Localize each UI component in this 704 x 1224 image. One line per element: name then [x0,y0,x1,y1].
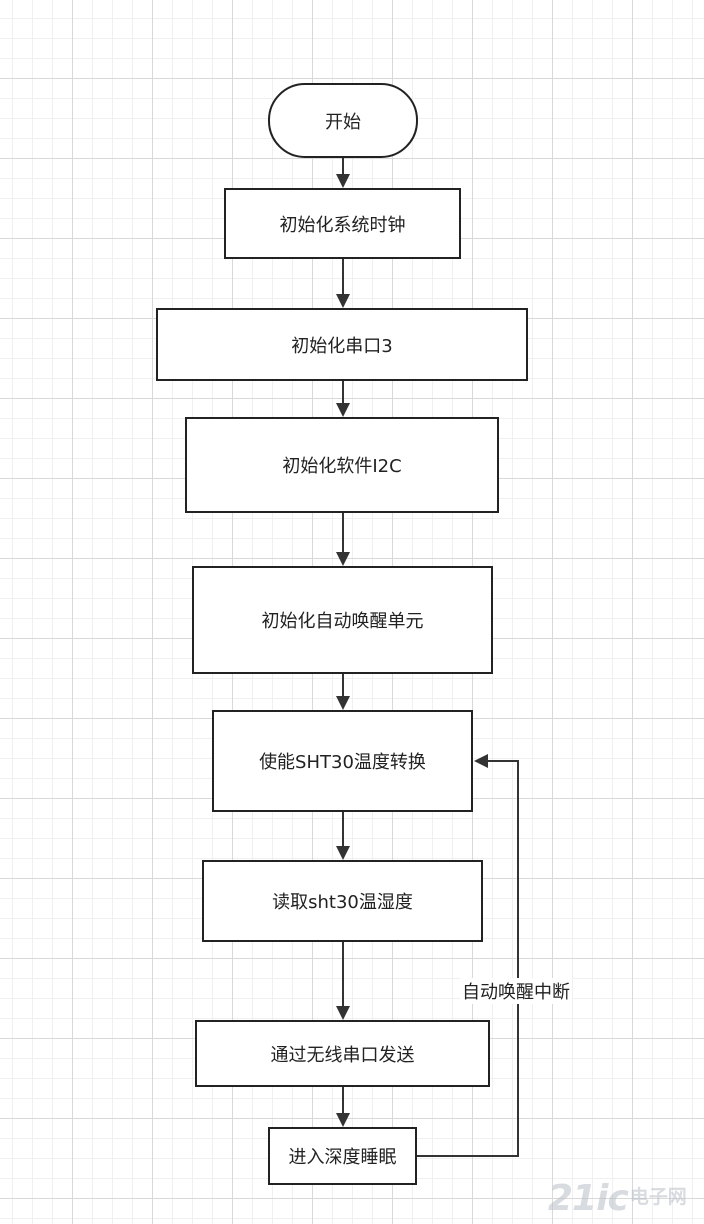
watermark-text: 电子网 [629,1186,687,1209]
node-init-uart: 初始化串口3 [156,308,528,381]
node-start: 开始 [268,83,418,158]
node-deep-sleep: 进入深度睡眠 [268,1127,417,1185]
node-read-sht30: 读取sht30温湿度 [202,860,483,942]
watermark: 21ic 电子网 [548,1176,698,1220]
edge-sleep-loop-to-enable [417,754,519,1157]
node-enable-sht30: 使能SHT30温度转换 [212,710,473,812]
watermark-text-block: 电子网 [629,1186,687,1209]
node-init-i2c: 初始化软件I2C [185,417,499,513]
node-init-wakeup: 初始化自动唤醒单元 [192,566,493,674]
loop-edge-label: 自动唤醒中断 [460,978,572,1004]
node-init-clock: 初始化系统时钟 [224,188,461,259]
node-send-wireless: 通过无线串口发送 [195,1020,490,1087]
watermark-logo: 21ic [548,1177,629,1219]
